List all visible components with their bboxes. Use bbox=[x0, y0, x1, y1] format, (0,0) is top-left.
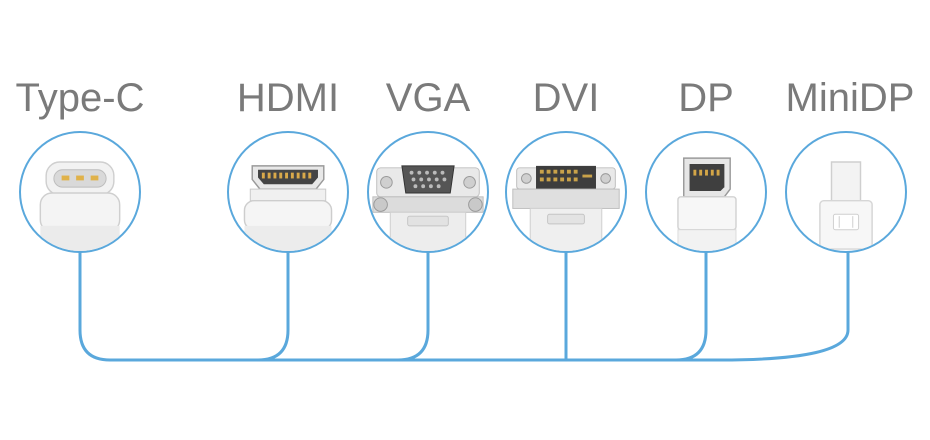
cable-vga bbox=[396, 250, 430, 362]
label-hdmi: HDMI bbox=[236, 76, 340, 120]
mini-displayport-connector-icon bbox=[785, 131, 907, 253]
cable-dp bbox=[674, 250, 708, 362]
hdmi-connector-icon bbox=[227, 131, 349, 253]
displayport-connector-icon bbox=[645, 131, 767, 253]
vga-connector-icon bbox=[367, 131, 489, 253]
label-vga: VGA bbox=[385, 76, 471, 120]
usb-type-c-connector-icon bbox=[19, 131, 141, 253]
label-type-c: Type-C bbox=[15, 76, 145, 120]
dvi-connector-icon bbox=[505, 131, 627, 253]
cable-hdmi bbox=[256, 250, 290, 362]
label-minidp: MiniDP bbox=[785, 76, 915, 120]
label-dvi: DVI bbox=[532, 76, 600, 120]
label-dp: DP bbox=[678, 76, 734, 120]
cable-type-c bbox=[78, 243, 850, 362]
